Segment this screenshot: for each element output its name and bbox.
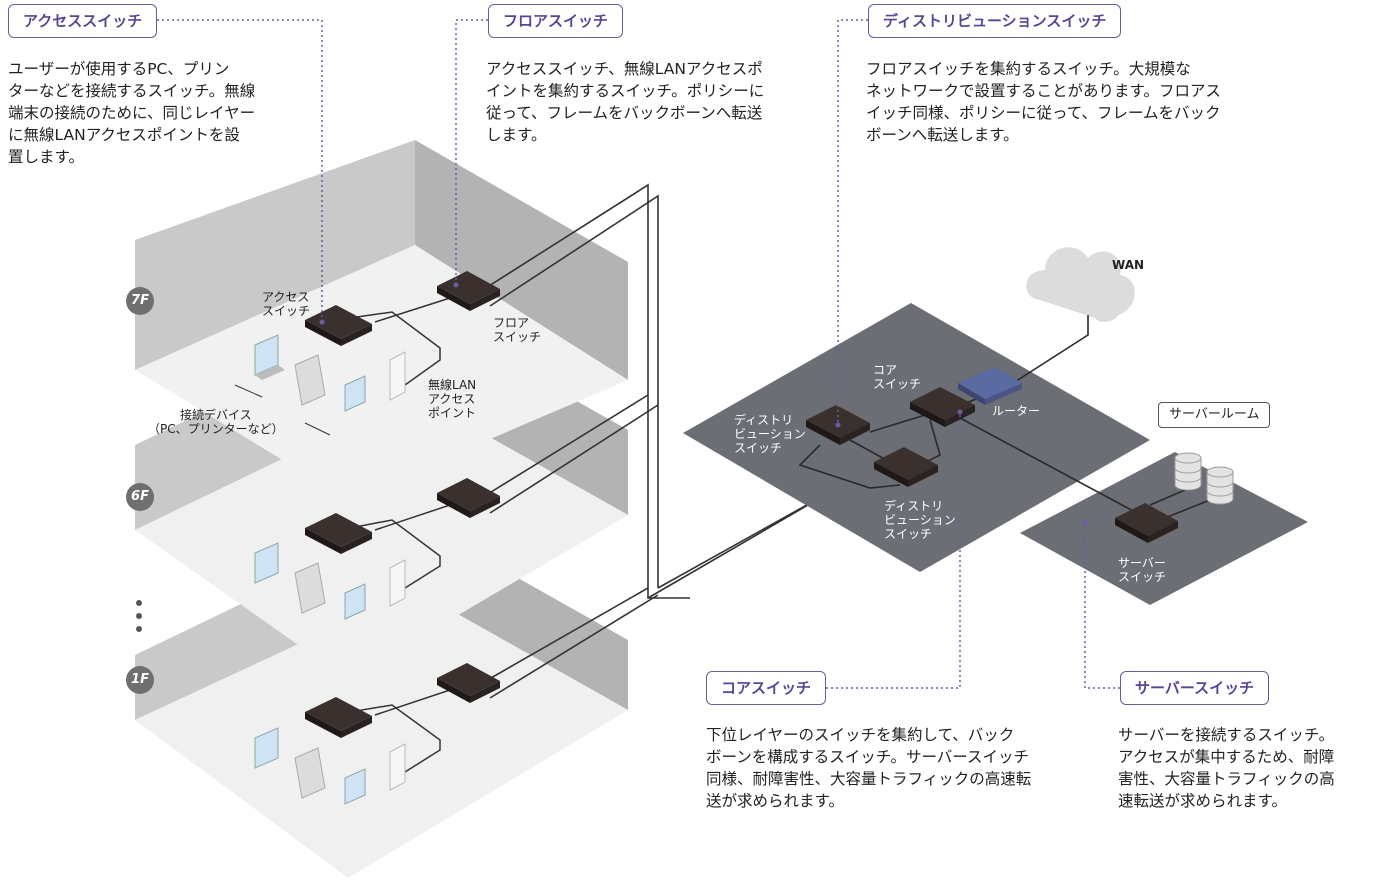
server-switch-description: サーバーを接続するスイッチ。 アクセスが集中するため、耐障 害性、大容量トラフィ…: [1118, 726, 1335, 810]
core-switch-description: 下位レイヤーのスイッチを集約して、バック ボーンを構成するスイッチ。サーバースイ…: [706, 726, 1032, 810]
server-switch-icon: [1115, 503, 1178, 543]
floor-switch-tag: フロアスイッチ: [488, 4, 624, 38]
wireless-ap-icon: [389, 559, 406, 607]
server-icon: [1174, 452, 1202, 491]
floor-7f-room: [135, 140, 628, 500]
distribution-switch-1-label: ディストリ ビューション スイッチ: [734, 413, 806, 455]
floor-switch-icon: [437, 478, 500, 511]
leader-lines: [157, 19, 1120, 689]
devices-label: 接続デバイス （PC、プリンターなど）: [148, 408, 284, 436]
server-room-label: サーバールーム: [1158, 402, 1271, 428]
access-switch-description: ユーザーが使用するPC、プリン ターなどを接続するスイッチ。無線 端末の接続のた…: [8, 60, 256, 166]
floor-badge-1f: 1F: [126, 666, 154, 694]
distribution-switch-2-icon: [874, 447, 938, 487]
distribution-switch-description: フロアスイッチを集約するスイッチ。大規模な ネットワークで設置することがあります…: [866, 60, 1221, 144]
router-label: ルーター: [992, 404, 1041, 418]
core-switch-tag: コアスイッチ: [706, 671, 827, 705]
router-icon: [958, 367, 1022, 405]
access-switch-label: アクセス スイッチ: [262, 290, 311, 318]
access-switch-icon: [305, 697, 372, 731]
floor-badge-7f: 7F: [126, 287, 154, 315]
server-icon: [1206, 466, 1234, 505]
floor-6f-equipment: [254, 478, 500, 620]
floor-switch-description: アクセススイッチ、無線LANアクセスポ イントを集約するスイッチ。ポリシーに 従…: [486, 60, 765, 144]
leader-dots: [319, 282, 1088, 526]
floor-switch-icon: [437, 271, 500, 304]
wireless-ap-label: 無線LAN アクセス ポイント: [428, 378, 477, 420]
wireless-ap-icon: [389, 351, 406, 401]
floor-switch-icon: [437, 663, 500, 696]
backbone-cables: [469, 183, 831, 699]
server-switch-label: サーバー スイッチ: [1118, 556, 1167, 584]
floor-1f-equipment: [254, 663, 500, 805]
distribution-switch-tag: ディストリビューションスイッチ: [868, 4, 1122, 38]
floor-badge-6f: 6F: [126, 483, 154, 511]
core-switch-label: コア スイッチ: [873, 363, 922, 391]
floor-7f-equipment: [234, 271, 500, 436]
core-platform: [683, 303, 1150, 572]
access-switch-icon: [305, 513, 372, 547]
floor-ellipsis: [136, 600, 142, 639]
wan-label: WAN: [1112, 258, 1145, 272]
distribution-switch-2-label: ディストリ ビューション スイッチ: [884, 499, 956, 541]
access-switch-tag: アクセススイッチ: [8, 4, 158, 38]
floor-switch-label: フロア スイッチ: [493, 316, 542, 344]
wan-cloud-icon: [1026, 247, 1135, 322]
wireless-ap-icon: [389, 743, 406, 791]
server-switch-tag: サーバースイッチ: [1120, 671, 1270, 705]
access-switch-icon: [305, 305, 372, 339]
